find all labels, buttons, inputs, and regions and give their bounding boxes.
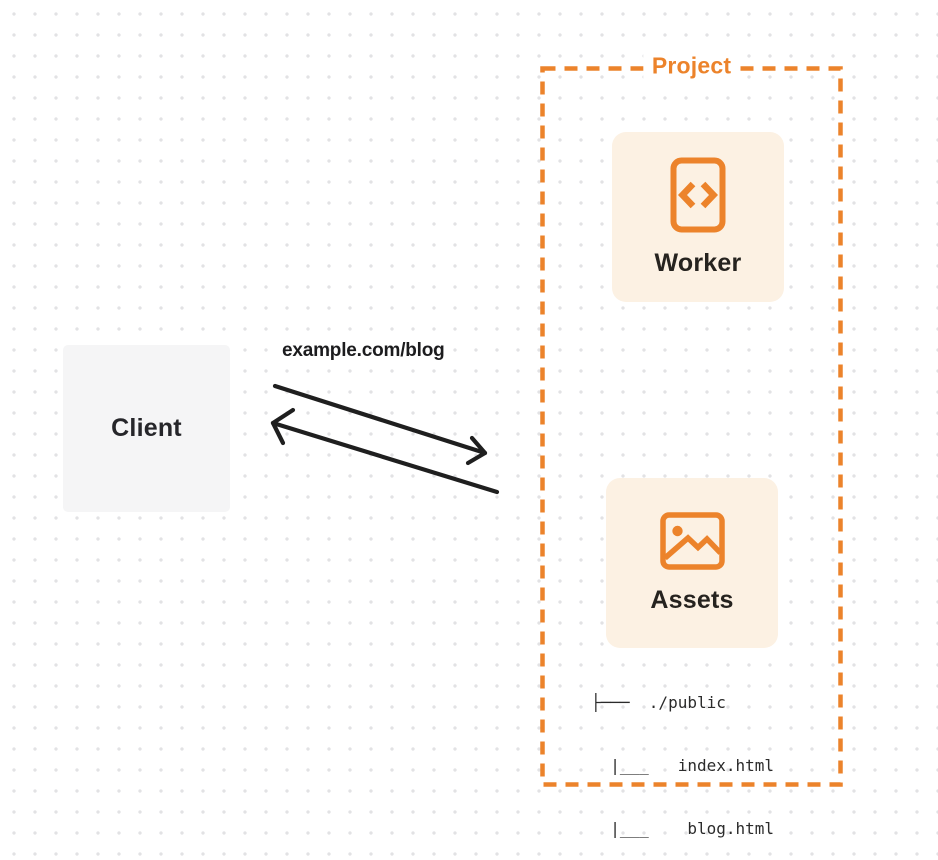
assets-card: Assets [606, 478, 778, 648]
client-box: Client [63, 345, 230, 512]
worker-label: Worker [654, 248, 742, 277]
tree-line-blog: |___ blog.html [591, 819, 775, 838]
tree-line-public: ├─── ./public [591, 693, 726, 712]
image-icon [659, 511, 725, 570]
client-label: Client [111, 414, 182, 442]
worker-card: Worker [612, 132, 784, 302]
assets-label: Assets [650, 585, 734, 614]
request-arrow [272, 383, 488, 466]
project-container: Project Worker Assets [540, 52, 843, 838]
request-url-label: example.com/blog [282, 340, 445, 361]
assets-file-tree: ├─── ./public |___ index.html |___ blog.… [591, 650, 774, 860]
code-file-icon [670, 157, 726, 233]
project-title: Project [642, 52, 741, 80]
tree-line-index: |___ index.html [591, 756, 775, 775]
response-arrow [270, 407, 500, 495]
